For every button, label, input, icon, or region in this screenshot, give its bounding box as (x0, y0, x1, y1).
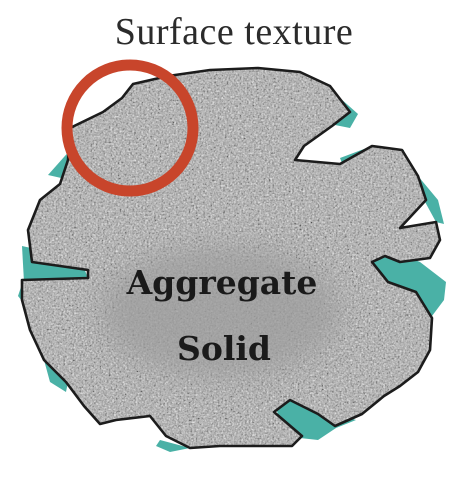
aggregate-outline (20, 66, 442, 450)
diagram-title: Surface texture (114, 11, 354, 53)
highlight-ring (61, 59, 199, 197)
aggregate-label: Aggregate (126, 263, 318, 302)
solid-label: Solid (177, 329, 271, 368)
